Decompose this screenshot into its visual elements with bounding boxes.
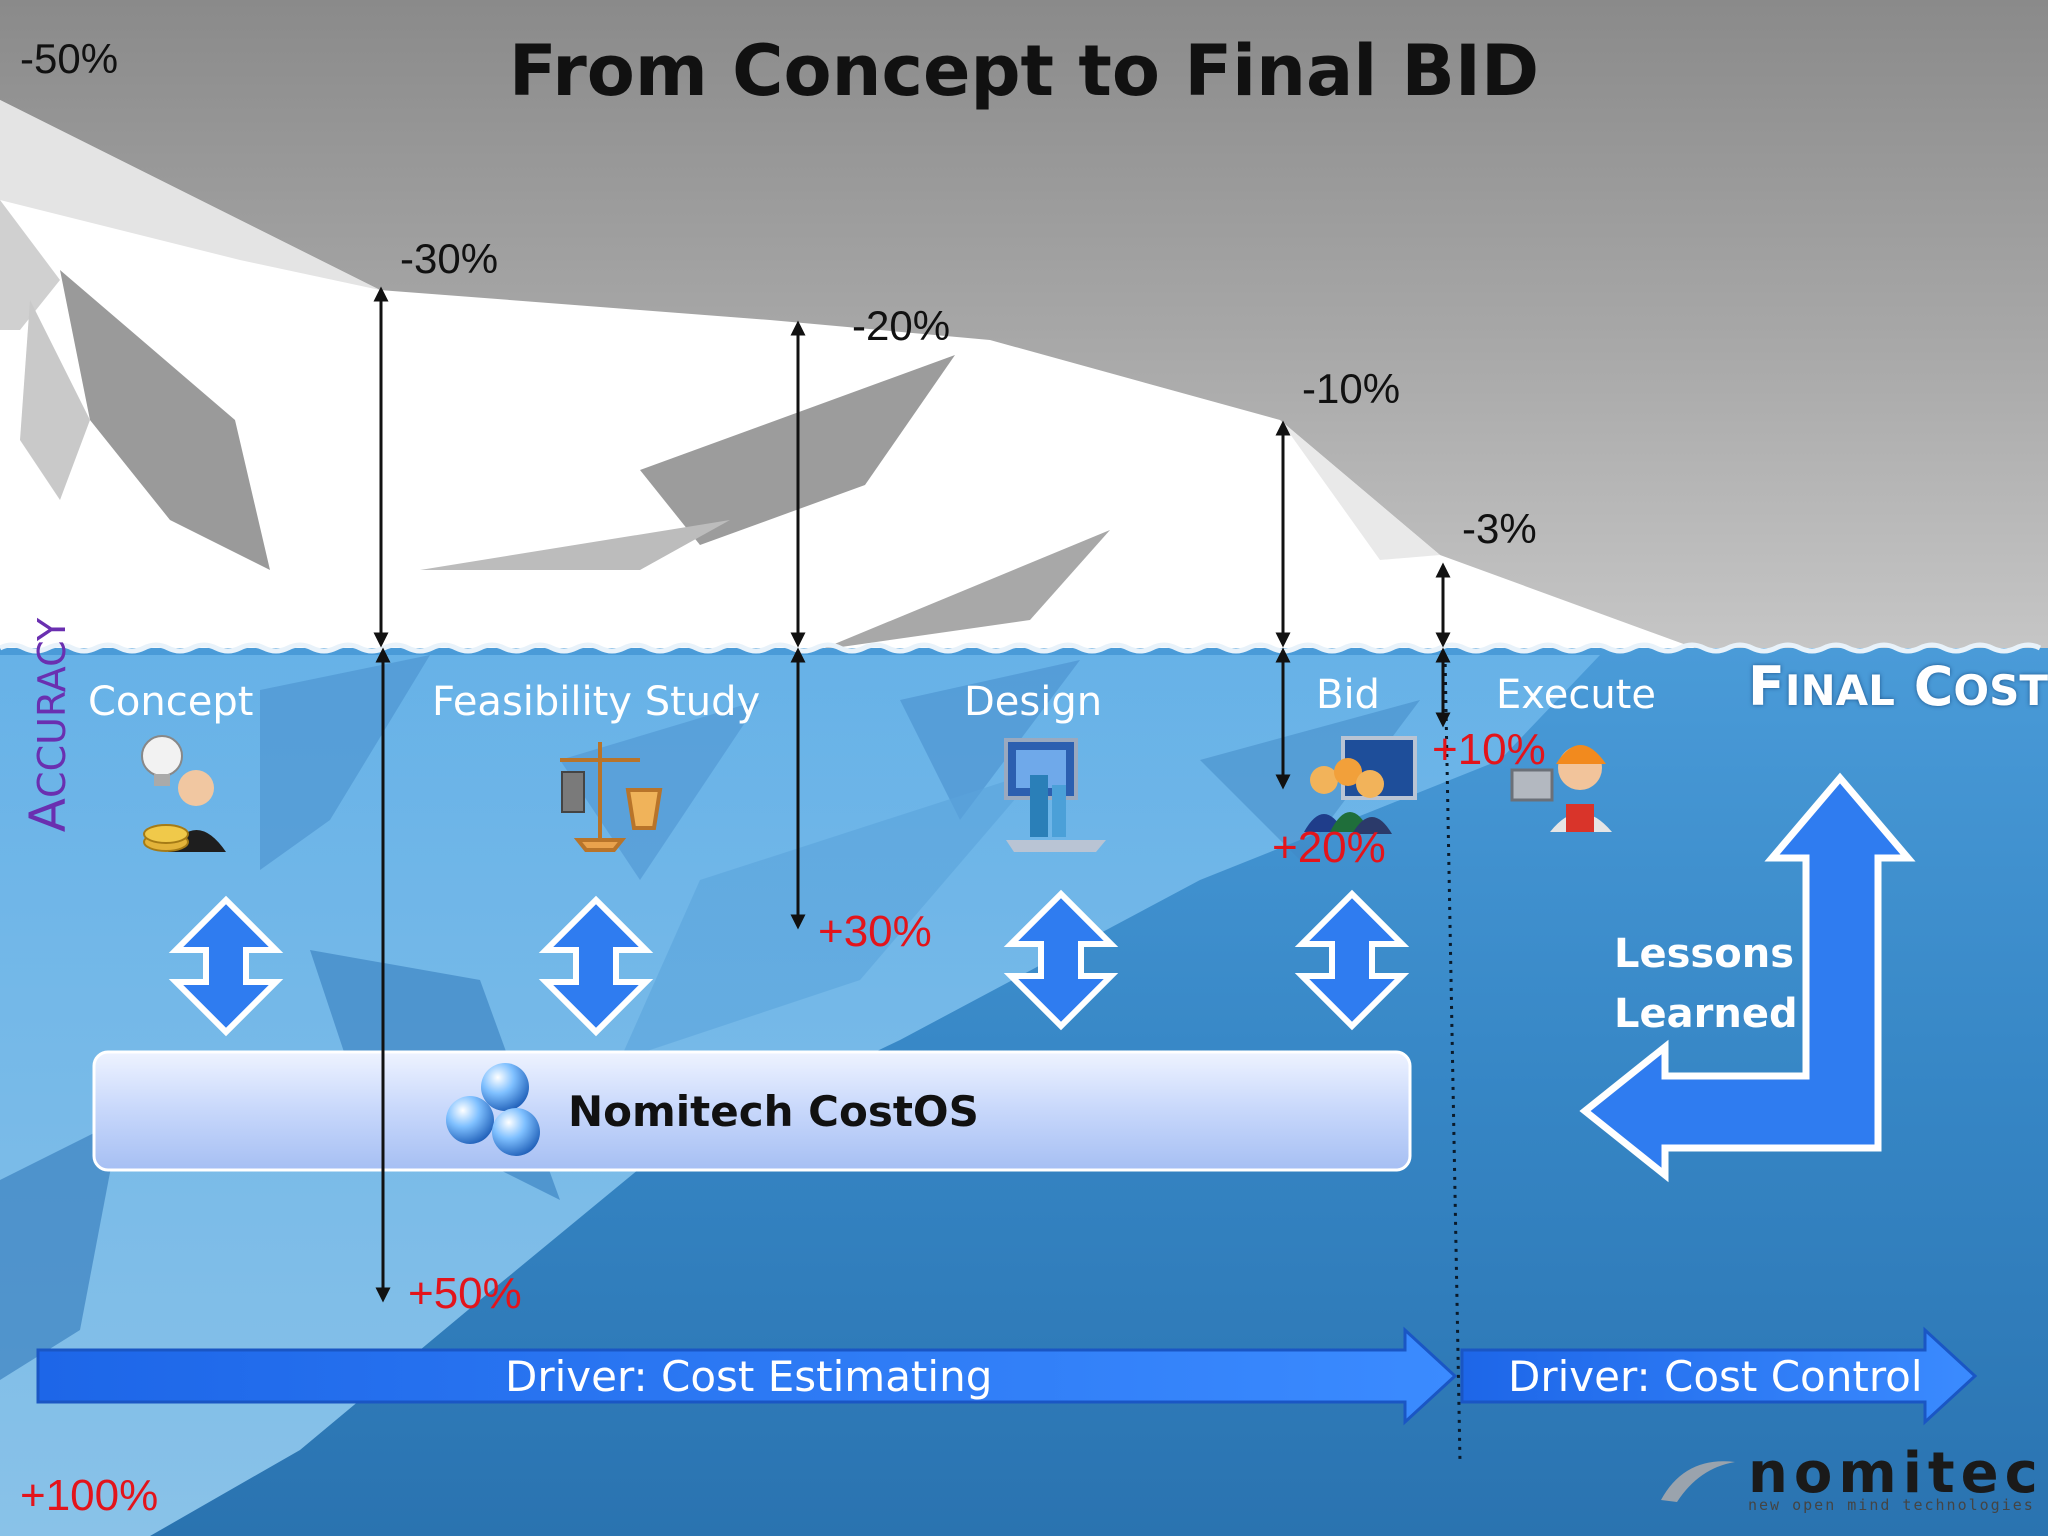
design-computer-icon [1004,738,1106,852]
construction-worker-icon [1510,745,1612,832]
spheres-logo-icon [446,1063,540,1156]
upper-range-concept: -50% [20,35,119,82]
lower-range-bid: +20% [1272,823,1386,872]
platform-name: Nomitech CostOS [568,1087,979,1136]
company-logo: nomitech [1748,1441,2048,1506]
idea-businessman-icon [141,735,226,852]
exchange-arrows [168,889,1410,1037]
slide-title: From Concept to Final BID [508,30,1540,112]
stage-bid: Bid [1316,672,1380,718]
stage-design: Design [964,679,1103,725]
lower-range-design: +30% [818,907,932,956]
stage-feasibility-study: Feasibility Study [432,679,761,725]
lower-range-concept: +100% [20,1471,159,1520]
lower-range-feasibility: +50% [408,1269,522,1318]
driver-cost-estimating: Driver: Cost Estimating [505,1352,993,1401]
nomitech-swoosh-icon [1661,1461,1735,1502]
upper-range-execute: -3% [1462,505,1537,552]
stage-execute: Execute [1496,672,1656,718]
stage-concept: Concept [88,679,254,725]
company-tagline: new open mind technologies [1748,1496,2035,1514]
upper-range-feasibility: -30% [400,235,499,282]
driver-cost-control: Driver: Cost Control [1508,1352,1923,1401]
scales-icon [560,742,663,852]
team-workers-icon [1304,736,1417,834]
upper-range-bid: -10% [1302,365,1401,412]
final-cost-label: FINAL COST [1748,655,2048,718]
accuracy-axis-label: ACCURACY [19,617,77,833]
upper-range-design: -20% [852,302,951,349]
lower-range-execute: +10% [1432,725,1546,774]
